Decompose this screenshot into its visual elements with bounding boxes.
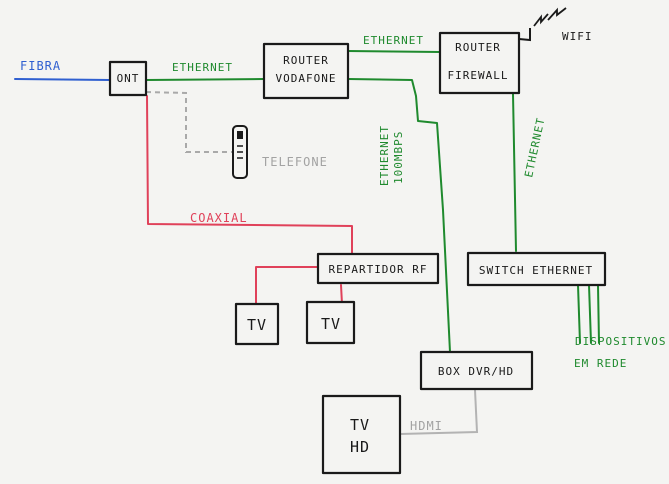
- telefone-label: TELEFONE: [262, 155, 328, 169]
- fibra-label: FIBRA: [20, 59, 61, 73]
- fiber-link: [14, 78, 111, 81]
- devices-label-1: DISPOSITIVOS: [575, 335, 666, 348]
- switch-node[interactable]: SWITCH ETHERNET: [466, 251, 607, 287]
- telephone-icon[interactable]: [232, 125, 248, 179]
- switch-label: SWITCH ETHERNET: [479, 264, 593, 277]
- repartidor-node[interactable]: REPARTIDOR RF: [316, 252, 440, 285]
- device-link-3: [597, 284, 600, 344]
- router-vodafone-label-1: ROUTER: [283, 54, 329, 67]
- tv2-label: TV: [321, 315, 341, 333]
- router-vodafone-label-2: VODAFONE: [276, 72, 337, 85]
- phone-link: [145, 91, 233, 153]
- router-firewall-label-2: FIREWALL: [448, 69, 509, 82]
- coaxial-link-ont-repartidor: [146, 95, 353, 255]
- hdmi-link: [399, 389, 479, 435]
- tv1-node[interactable]: TV: [234, 302, 280, 346]
- ethernet-link-router-firewall: [346, 50, 441, 53]
- tv-hd-label-1: TV: [350, 416, 370, 434]
- ethernet-100-label-2: 100MBPS: [392, 131, 405, 184]
- router-firewall-label-1: ROUTER: [455, 41, 501, 54]
- box-dvr-node[interactable]: BOX DVR/HD: [419, 350, 534, 391]
- repartidor-label: REPARTIDOR RF: [328, 263, 427, 276]
- ethernet-label-firewall: ETHERNET: [363, 34, 424, 47]
- router-vodafone-node[interactable]: ROUTER VODAFONE: [262, 42, 350, 100]
- ont-label: ONT: [117, 72, 140, 85]
- ethernet-100-label-1: ETHERNET: [378, 125, 391, 186]
- ethernet-link-router-box: [347, 78, 451, 353]
- ethernet-100-label-group: ETHERNET 100MBPS: [378, 125, 405, 186]
- hdmi-label: HDMI: [410, 419, 443, 433]
- device-link-1: [577, 284, 581, 344]
- ethernet-label-ont: ETHERNET: [172, 61, 233, 74]
- devices-label-2: EM REDE: [574, 357, 627, 370]
- tv1-label: TV: [247, 316, 267, 334]
- ont-node[interactable]: ONT: [108, 60, 148, 97]
- wifi-signal-icon: [533, 7, 567, 27]
- tv2-node[interactable]: TV: [305, 300, 356, 345]
- tv-hd-label-2: HD: [350, 438, 370, 456]
- wifi-label: WIFI: [562, 30, 593, 43]
- box-dvr-label: BOX DVR/HD: [438, 365, 514, 378]
- antenna-stub: [518, 28, 531, 42]
- coaxial-label: COAXIAL: [190, 211, 248, 225]
- tv-hd-node[interactable]: TV HD: [321, 394, 402, 475]
- router-firewall-node[interactable]: ROUTER FIREWALL: [438, 31, 521, 95]
- device-link-2: [588, 284, 592, 344]
- coaxial-link-tv2: [340, 284, 343, 305]
- ethernet-link-firewall-switch: [512, 93, 517, 252]
- coaxial-link-tv1: [255, 266, 319, 305]
- ethernet-label-switch: ETHERNET: [522, 116, 547, 178]
- ethernet-link-ont-router: [145, 78, 265, 81]
